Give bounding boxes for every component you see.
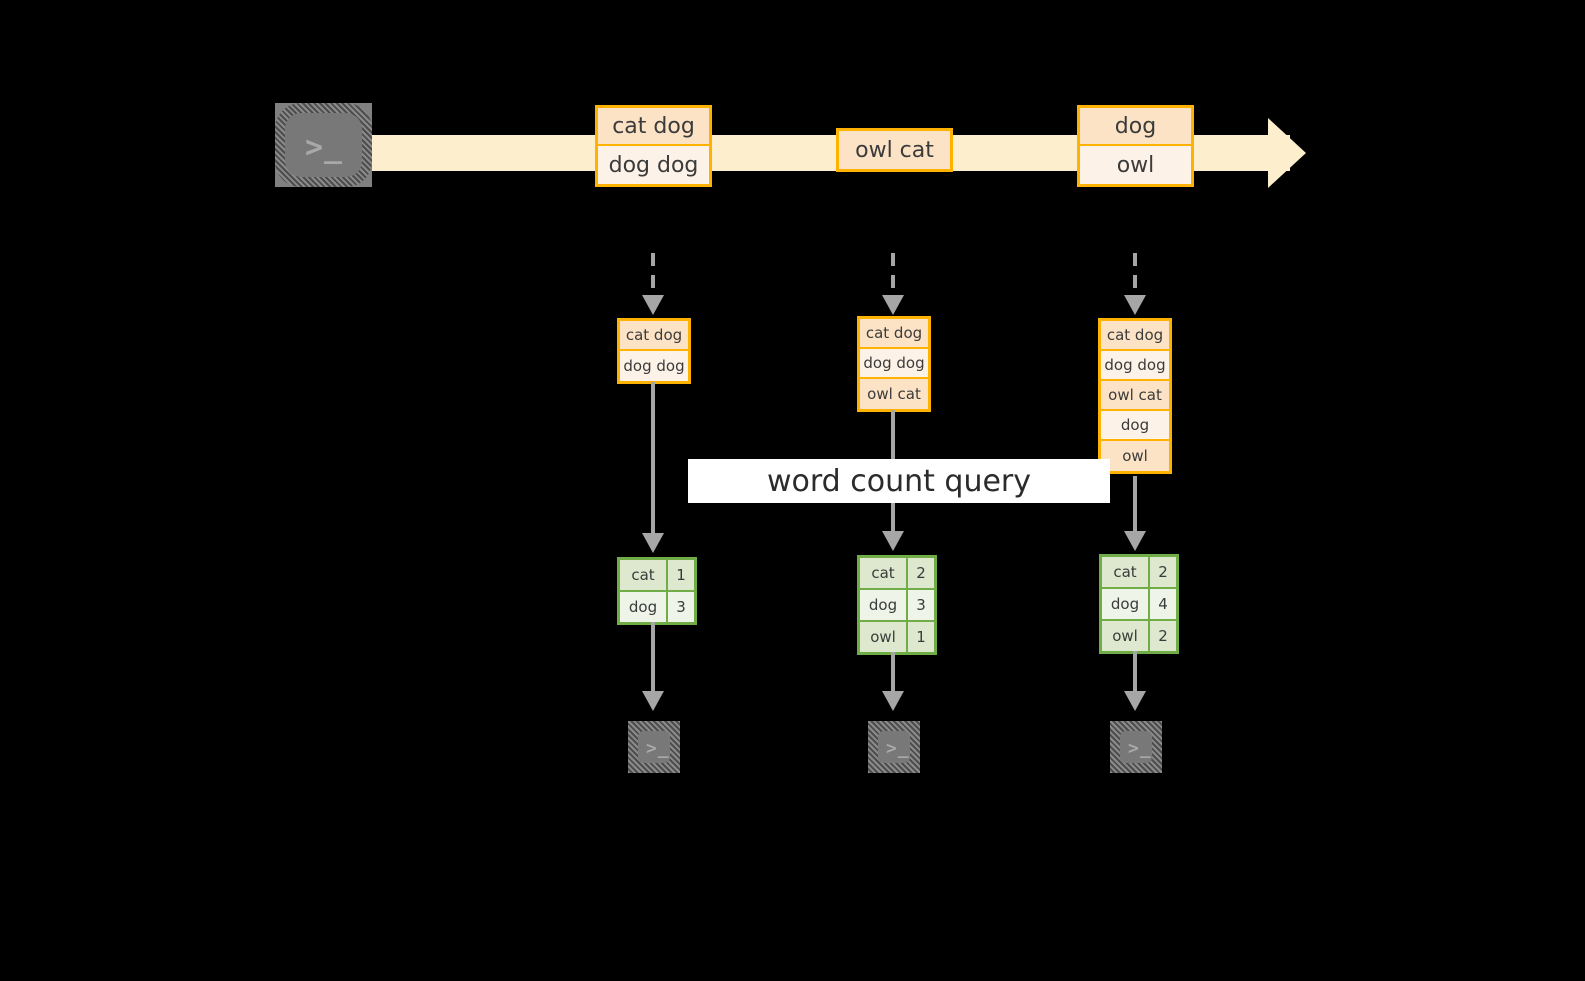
snapshot-3-input-table[interactable]: cat dog dog dog owl cat dog owl: [1098, 318, 1172, 474]
snapshot-3-sink-terminal-icon[interactable]: >_: [1100, 711, 1172, 783]
query-label: word count query: [688, 459, 1110, 503]
connector-arrowhead: [642, 295, 664, 315]
result-count: 3: [908, 590, 934, 620]
result-word: owl: [1102, 621, 1150, 651]
input-line: dog dog: [1101, 351, 1169, 381]
record-line: owl cat: [839, 131, 950, 169]
terminal-prompt-glyph: >_: [886, 738, 910, 759]
terminal-prompt-glyph: >_: [646, 738, 670, 759]
snapshot-2-sink-terminal-icon[interactable]: >_: [858, 711, 930, 783]
snapshot-2-result-table[interactable]: cat 2 dog 3 owl 1: [857, 555, 937, 655]
snapshot-1-result-table[interactable]: cat 1 dog 3: [617, 557, 697, 625]
result-word: dog: [860, 590, 908, 620]
connector-arrowhead: [882, 691, 904, 711]
record-line: dog dog: [598, 146, 709, 184]
result-word: cat: [860, 558, 908, 588]
snapshot-2-input-table[interactable]: cat dog dog dog owl cat: [857, 316, 931, 412]
input-line: dog dog: [860, 349, 928, 379]
result-count: 2: [1150, 557, 1176, 587]
table-row: dog 3: [860, 590, 934, 622]
terminal-body: [285, 113, 362, 177]
connector-arrowhead: [1124, 295, 1146, 315]
input-to-result-connector-3: [1133, 476, 1137, 537]
input-to-result-connector-1: [651, 382, 655, 539]
stream-record-3[interactable]: dog owl: [1077, 105, 1194, 187]
source-terminal-icon[interactable]: >_: [265, 93, 382, 197]
result-to-sink-connector-1: [651, 622, 655, 695]
result-word: owl: [860, 622, 908, 652]
terminal-body: [638, 731, 670, 763]
stream-arrowhead: [1268, 118, 1306, 188]
result-word: cat: [1102, 557, 1150, 587]
table-row: owl 1: [860, 622, 934, 652]
table-row: cat 1: [620, 560, 694, 592]
stream-record-1[interactable]: cat dog dog dog: [595, 105, 712, 187]
connector-arrowhead: [1124, 691, 1146, 711]
input-line: owl cat: [860, 379, 928, 409]
terminal-prompt-glyph: >_: [1128, 738, 1152, 759]
result-count: 1: [908, 622, 934, 652]
result-word: cat: [620, 560, 668, 590]
snapshot-1-input-table[interactable]: cat dog dog dog: [617, 318, 691, 384]
terminal-body: [878, 731, 910, 763]
table-row: dog 3: [620, 592, 694, 622]
connector-arrowhead: [1124, 531, 1146, 551]
input-line: dog: [1101, 411, 1169, 441]
result-to-sink-connector-2: [891, 652, 895, 695]
connector-arrowhead: [642, 691, 664, 711]
stream-to-input-connector-1: [651, 253, 655, 301]
snapshot-3-result-table[interactable]: cat 2 dog 4 owl 2: [1099, 554, 1179, 654]
result-count: 2: [1150, 621, 1176, 651]
result-word: dog: [1102, 589, 1150, 619]
connector-arrowhead: [882, 295, 904, 315]
result-word: dog: [620, 592, 668, 622]
table-row: owl 2: [1102, 621, 1176, 651]
stream-to-input-connector-3: [1133, 253, 1137, 301]
table-row: cat 2: [1102, 557, 1176, 589]
input-line: cat dog: [860, 319, 928, 349]
table-row: dog 4: [1102, 589, 1176, 621]
input-line: owl cat: [1101, 381, 1169, 411]
result-count: 2: [908, 558, 934, 588]
result-count: 4: [1150, 589, 1176, 619]
stream-to-input-connector-2: [891, 253, 895, 301]
connector-arrowhead: [642, 533, 664, 553]
stream-record-2[interactable]: owl cat: [836, 128, 953, 172]
input-line: cat dog: [620, 321, 688, 351]
result-to-sink-connector-3: [1133, 651, 1137, 695]
terminal-body: [1120, 731, 1152, 763]
input-line: cat dog: [1101, 321, 1169, 351]
query-label-text: word count query: [766, 463, 1032, 499]
record-line: cat dog: [598, 108, 709, 146]
connector-arrowhead: [882, 531, 904, 551]
result-count: 1: [668, 560, 694, 590]
input-line: owl: [1101, 441, 1169, 471]
snapshot-1-sink-terminal-icon[interactable]: >_: [618, 711, 690, 783]
input-line: dog dog: [620, 351, 688, 381]
record-line: owl: [1080, 146, 1191, 184]
record-line: dog: [1080, 108, 1191, 146]
terminal-prompt-glyph: >_: [305, 130, 344, 165]
table-row: cat 2: [860, 558, 934, 590]
result-count: 3: [668, 592, 694, 622]
